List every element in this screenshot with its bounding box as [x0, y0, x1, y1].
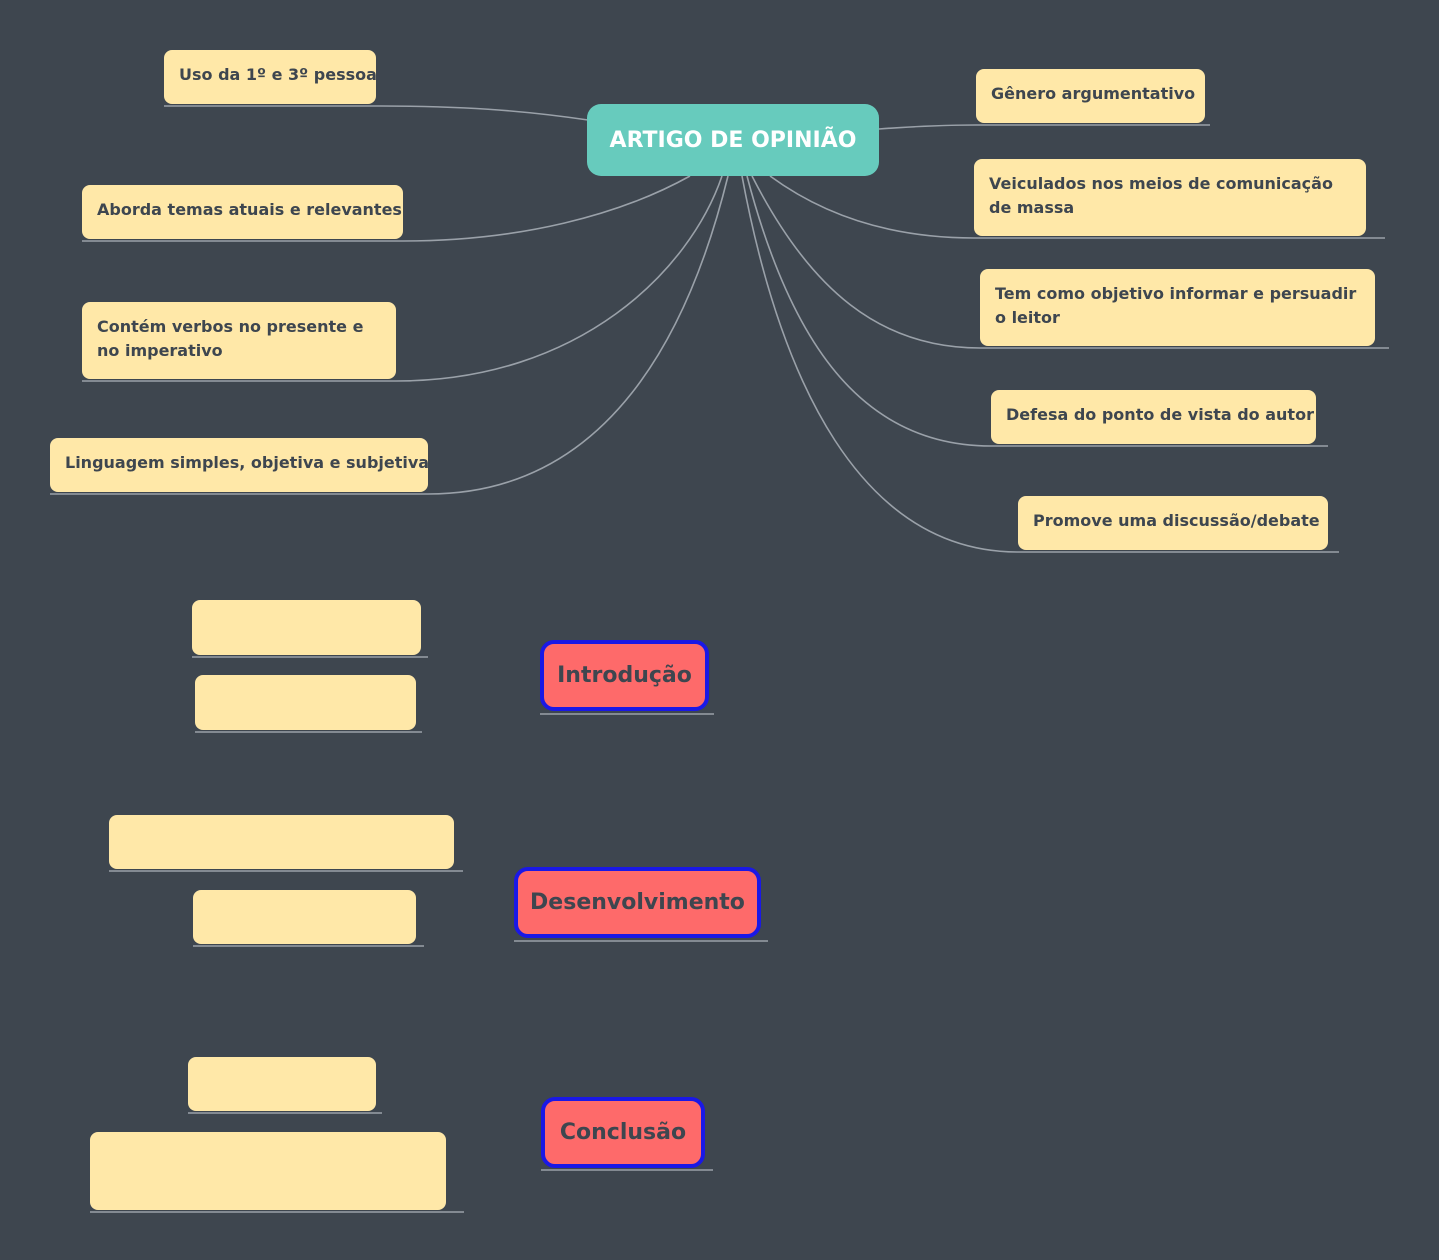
topic-defesa-ponto-vista[interactable]: Defesa do ponto de vista do autor	[991, 390, 1316, 444]
section-conclusao[interactable]: Conclusão	[541, 1097, 705, 1168]
empty-topic-box[interactable]	[195, 675, 416, 730]
central-topic[interactable]: ARTIGO DE OPINIÃO	[587, 104, 879, 176]
empty-topic-box[interactable]	[193, 890, 416, 944]
connector-right-4	[746, 175, 1328, 447]
connector-right-1	[878, 124, 1210, 130]
empty-topic-box[interactable]	[90, 1132, 446, 1210]
connector-left-2	[82, 175, 691, 242]
topic-linguagem[interactable]: Linguagem simples, objetiva e subjetiva	[50, 438, 429, 492]
connector-right-2	[769, 175, 1385, 239]
connector-right-5	[741, 175, 1339, 553]
empty-topic-box[interactable]	[109, 815, 454, 869]
topic-meios-comunicacao[interactable]: Veiculados nos meios de comunicação de m…	[974, 159, 1366, 236]
topic-genero-argumentativo[interactable]: Gênero argumentativo	[976, 69, 1205, 123]
topic-objetivo[interactable]: Tem como objetivo informar e persuadir o…	[980, 269, 1375, 346]
connector-right-3	[751, 175, 1389, 349]
section-desenvolvimento[interactable]: Desenvolvimento	[514, 867, 761, 938]
section-introducao[interactable]: Introdução	[540, 640, 709, 711]
topic-uso-pessoa[interactable]: Uso da 1º e 3º pessoa	[164, 50, 377, 104]
topic-discussao[interactable]: Promove uma discussão/debate	[1018, 496, 1328, 550]
connector-left-4	[50, 175, 729, 495]
topic-verbos-presente[interactable]: Contém verbos no presente e no imperativ…	[82, 302, 396, 379]
connector-left-1	[164, 105, 589, 121]
empty-topic-box[interactable]	[188, 1057, 376, 1111]
connector-left-3	[82, 175, 723, 382]
topic-temas-atuais[interactable]: Aborda temas atuais e relevantes	[82, 185, 403, 239]
empty-topic-box[interactable]	[192, 600, 421, 655]
